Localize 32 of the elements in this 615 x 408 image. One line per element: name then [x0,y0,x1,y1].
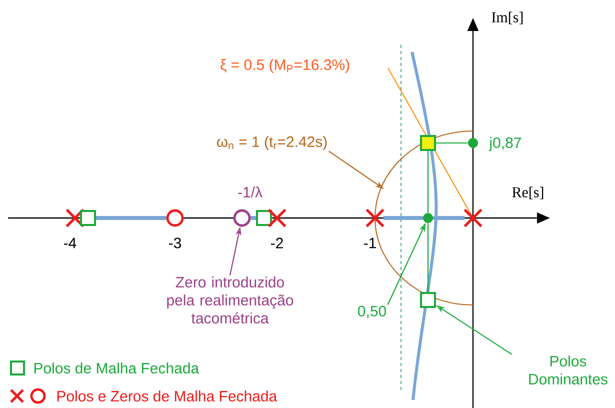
value-label: -1/λ [238,186,262,198]
pole-marker [65,208,85,228]
pole-square [420,292,436,308]
locus-segment [433,216,465,220]
projection-line [427,151,429,213]
annotation-text: ω$_{n}$ = 1 (t$_{r}$=2.42s) [216,136,327,150]
point-dot [468,138,478,148]
damping-label: ξ = 0.5 (M$_{P}$=16.3%) [220,59,350,73]
pole-marker [267,208,287,228]
locus-segment [250,216,256,220]
locus-segment [383,216,423,220]
tick-label: -2 [271,238,283,248]
value-label: j0,87 [488,137,521,151]
pole-marker [365,208,385,228]
projection-line [436,142,468,144]
tick-label: -4 [64,238,76,248]
legend-text: Polos e Zeros de Malha Fechada [57,390,278,402]
pole-square [420,135,436,151]
zero-marker [166,209,184,227]
point-dot [423,213,433,223]
axis-label: Im[s] [492,12,523,24]
projection-line [427,223,429,292]
zero-marker [233,209,251,227]
pole-marker [463,208,483,228]
axis-label: Re[s] [512,186,544,200]
locus-segment [96,216,166,220]
annotation-text: 0,50 [358,306,386,318]
pole-square [256,210,272,226]
legend-text: Polos de Malha Fechada [34,362,200,374]
annotation-text: Polos Dominantes [529,356,608,384]
pole-square [80,210,96,226]
annotation-text: Zero introduzido pela realimentação tacométrica [167,276,294,324]
